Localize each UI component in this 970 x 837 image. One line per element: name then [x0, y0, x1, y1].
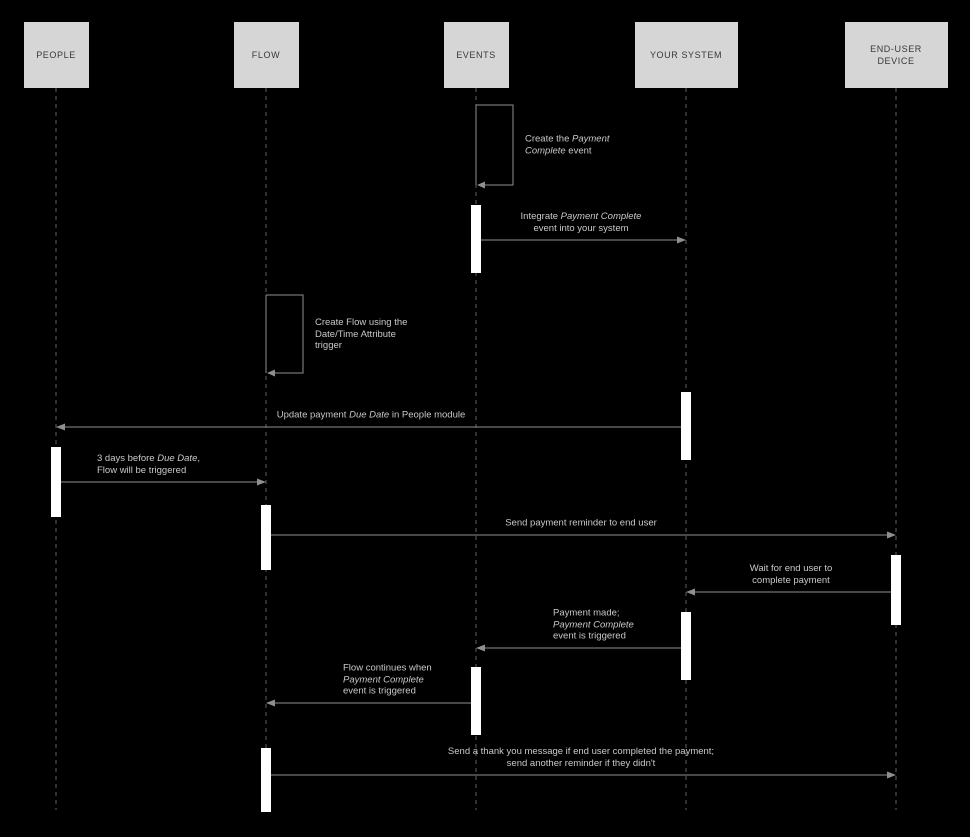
label-text: Create Flow using the Date/Time Attribut…	[315, 316, 408, 351]
label-text: 3 days before	[97, 453, 158, 464]
message-label-5: Send payment reminder to end user	[505, 518, 657, 530]
message-label-7: Payment made; Payment Complete event is …	[553, 608, 634, 643]
message-arrowhead-6	[686, 588, 695, 596]
label-emphasis: Due Date	[157, 453, 198, 464]
actor-label: FLOW	[251, 50, 281, 60]
actor-label: EVENTS	[456, 50, 496, 60]
label-text: event is triggered	[553, 630, 626, 642]
label-text: Send payment reminder to end user	[505, 517, 657, 529]
message-arrowhead-9	[887, 771, 896, 779]
message-arrowhead-4	[257, 478, 266, 486]
message-arrowhead-7	[476, 644, 485, 652]
label-text: event into your system	[533, 222, 629, 234]
label-text: Update payment	[276, 409, 350, 421]
activation-bar-your-system-1	[681, 392, 691, 460]
label-text: event is triggered	[343, 685, 416, 697]
activation-bar-flow-7	[261, 748, 271, 812]
label-text: Integrate	[520, 211, 561, 222]
actor-people: PEOPLE	[23, 22, 89, 88]
label-text: Flow continues when	[343, 662, 432, 674]
message-label-8: Flow continues when Payment Complete eve…	[343, 663, 432, 698]
actor-your-system: YOUR SYSTEM	[634, 22, 738, 88]
label-emphasis: Due Date	[349, 409, 390, 421]
activation-bar-events-0	[471, 205, 481, 273]
message-label-1: Integrate Payment Complete event into yo…	[521, 211, 642, 234]
activation-bar-your-system-5	[681, 612, 691, 680]
message-arrowhead-8	[266, 699, 275, 707]
label-text: Wait for end user to complete payment	[749, 563, 833, 586]
message-label-9: Send a thank you message if end user com…	[448, 746, 714, 769]
self-message-2	[266, 294, 304, 374]
label-text: in People module	[389, 409, 466, 421]
actor-label: YOUR SYSTEM	[649, 50, 723, 60]
message-label-6: Wait for end user to complete payment	[750, 563, 833, 586]
activation-bar-end-user-device-4	[891, 555, 901, 625]
label-text: event	[565, 145, 592, 156]
activation-bar-people-2	[51, 447, 61, 517]
message-label-0: Create the Payment Complete event	[525, 134, 610, 157]
label-emphasis: Payment Complete	[343, 674, 424, 685]
message-label-2: Create Flow using the Date/Time Attribut…	[315, 317, 407, 352]
label-text: Send a thank you message if end user com…	[447, 746, 715, 769]
label-text: Create the	[525, 133, 572, 145]
label-emphasis: Payment Complete	[560, 211, 642, 222]
activation-bar-flow-3	[261, 505, 271, 570]
actor-events: EVENTS	[443, 22, 509, 88]
actor-end-user-device: END-USER DEVICE	[844, 22, 948, 88]
activation-bar-events-6	[471, 667, 481, 735]
self-message-0	[476, 104, 514, 186]
actor-label: PEOPLE	[36, 50, 76, 60]
message-arrowhead-1	[677, 236, 686, 244]
label-text: Payment made;	[553, 607, 620, 619]
self-message-arrowhead-0	[477, 181, 485, 189]
message-arrowhead-3	[56, 423, 65, 431]
actor-label: END-USER DEVICE	[870, 44, 922, 66]
message-arrowhead-5	[887, 531, 896, 539]
label-emphasis: Payment Complete	[553, 619, 634, 630]
message-label-4: 3 days before Due Date, Flow will be tri…	[97, 453, 200, 476]
label-text: , Flow will be triggered	[97, 453, 200, 476]
message-label-3: Update payment Due Date in People module	[277, 410, 466, 422]
label-emphasis: Payment Complete	[525, 133, 610, 157]
actor-flow: FLOW	[233, 22, 299, 88]
self-message-arrowhead-2	[267, 369, 275, 377]
